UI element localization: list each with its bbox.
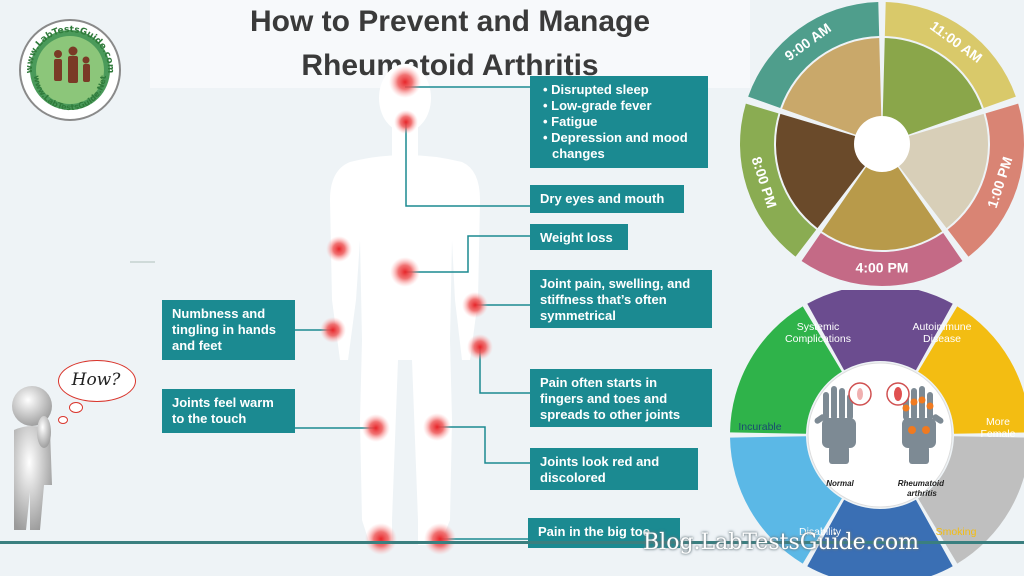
symptom-weight: Weight loss	[540, 230, 613, 245]
food-photo-segment	[897, 113, 988, 229]
human-silhouette	[330, 64, 480, 545]
schedule-ring-segment	[884, 2, 1016, 108]
symptom-joint: Joint pain, swelling, and stiffness that…	[540, 276, 691, 323]
symptom-fingers: Pain often starts in fingers and toes an…	[540, 375, 681, 422]
fact-segment-label: Smoking	[936, 526, 977, 538]
title-line-1: How to Prevent and Manage	[249, 5, 651, 38]
fact-segment	[730, 306, 842, 434]
symptom-fingers-box: Pain often starts in fingers and toes an…	[530, 369, 712, 427]
schedule-ring-segment	[740, 103, 817, 257]
thinking-figure	[12, 386, 52, 530]
page-title: How to Prevent and Manage Rheumatoid Art…	[150, 0, 750, 88]
food-photo-segment	[882, 38, 982, 136]
food-photo-segment	[776, 113, 867, 229]
floor-line	[0, 541, 1024, 544]
symptom-toe: Pain in the big toe	[538, 524, 650, 539]
symptom-red-box: Joints look red and discolored	[530, 448, 698, 490]
inflammation-spots	[320, 66, 493, 555]
fact-segment-label: Incurable	[738, 421, 781, 433]
fact-segment	[918, 436, 1024, 564]
schedule-ring-segment	[801, 233, 963, 286]
logo: www.LabTestsGuide.com www.LabTestsGuide.…	[18, 18, 122, 122]
schedule-ring-segment	[947, 103, 1024, 257]
symptom-dry: Dry eyes and mouth	[540, 191, 665, 206]
food-photo-segment	[782, 38, 882, 136]
symptom-numb: Numbness and tingling in hands and feet	[172, 306, 276, 353]
symptom-depression: Depression and mood changes	[551, 130, 698, 162]
thought-dot-1	[69, 402, 83, 413]
symptom-weight-box: Weight loss	[530, 224, 628, 250]
symptom-warm: Joints feel warm to the touch	[172, 395, 274, 426]
hand-label-ra: Rheumatoid arthritis	[898, 479, 946, 498]
schedule-time-label: 4:00 PM	[856, 260, 909, 276]
thought-bubble	[58, 360, 136, 402]
food-photo-segment	[821, 165, 943, 250]
fact-segment	[807, 499, 953, 576]
hands-illustration	[814, 382, 944, 464]
fact-segment	[730, 436, 842, 564]
symptom-joint-box: Joint pain, swelling, and stiffness that…	[530, 270, 712, 328]
symptom-warm-box: Joints feel warm to the touch	[162, 389, 295, 433]
fact-segment	[807, 290, 953, 371]
symptom-fatigue: Fatigue	[551, 114, 698, 130]
fact-segment-label: Disability	[799, 526, 842, 538]
symptom-fever: Low-grade fever	[551, 98, 698, 114]
footer-watermark: Blog.LabTestsGuide.com	[643, 530, 920, 555]
thought-dot-2	[58, 416, 68, 424]
schedule-ring-segment	[748, 2, 880, 108]
fact-segment	[918, 306, 1024, 434]
symptom-sleep: Disrupted sleep	[551, 82, 698, 98]
logo-emblem: www.LabTestsGuide.com www.LabTestsGuide.…	[19, 19, 121, 121]
thought-text: How?	[71, 370, 121, 390]
symptom-numb-box: Numbness and tingling in hands and feet	[162, 300, 295, 360]
wheel-hub	[854, 116, 910, 172]
symptom-red: Joints look red and discolored	[540, 454, 660, 485]
symptom-dry-box: Dry eyes and mouth	[530, 185, 684, 213]
hand-label-normal: Normal	[826, 479, 854, 488]
symptom-general-box: Disrupted sleep Low-grade fever Fatigue …	[530, 76, 708, 168]
